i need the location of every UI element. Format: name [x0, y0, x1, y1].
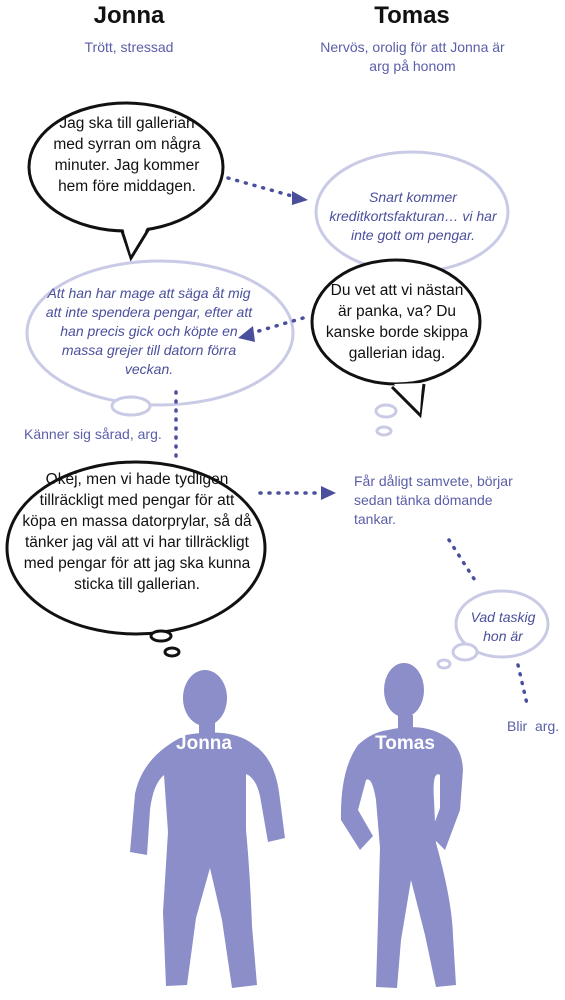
arrow-tomas-to-jonna — [250, 316, 305, 335]
jonna-speech-2-text: Okej, men vi hade tydligen tillräckligt … — [22, 471, 252, 593]
connector-tomas-reaction — [447, 538, 480, 587]
jonna-speech-1-text: Jag ska till gallerian med syrran om någ… — [53, 115, 201, 195]
jonna-speech-bubble-1 — [27, 101, 225, 262]
jonna-figure-label: Jonna — [176, 733, 232, 754]
jonna-thought-bubble — [25, 259, 295, 417]
tomas-heading: Tomas — [374, 2, 450, 29]
jonna-feeling: Känner sig sårad, arg. — [24, 426, 162, 442]
tomas-speech-text: Du vet att vi nästan är panka, va? Du ka… — [325, 282, 469, 362]
arrow-jonna-to-tomas-1 — [226, 176, 294, 198]
connector-tomas-result — [516, 663, 529, 706]
tomas-thought-bubble-2 — [436, 589, 550, 670]
jonna-speech-bubble-2 — [5, 460, 267, 658]
arrowhead-3 — [321, 486, 336, 500]
tomas-thought-2-text: Vad taskig hon är — [470, 609, 536, 644]
arrowhead-1 — [292, 191, 308, 205]
dotted-connectors — [174, 176, 529, 706]
tomas-result: Blir arg. — [507, 718, 560, 734]
tomas-thought-1-text: Snart kommer kreditkortsfakturan… vi har… — [329, 189, 497, 243]
jonna-figure — [130, 670, 285, 988]
jonna-heading: Jonna — [93, 2, 165, 29]
tomas-state: Nervös, orolig för att Jonna är arg på h… — [320, 39, 505, 74]
tomas-reaction: Får dåligt samvete, börjar sedan tänka d… — [354, 473, 513, 527]
tomas-speech-bubble — [310, 258, 482, 419]
jonna-thought-text: Att han har mage att säga åt mig att int… — [45, 285, 253, 377]
arrowheads — [238, 191, 336, 500]
tomas-thought-trail-1 — [374, 403, 398, 437]
tomas-figure-label: Tomas — [375, 733, 435, 754]
jonna-state: Trött, stressad — [84, 39, 174, 55]
arrowhead-2 — [238, 326, 255, 342]
tomas-figure — [340, 663, 463, 988]
